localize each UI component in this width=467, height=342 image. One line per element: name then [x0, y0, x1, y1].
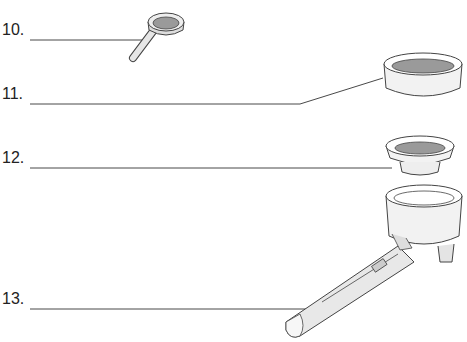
- callout-number: 10.: [2, 22, 24, 38]
- leader-line: [30, 309, 318, 310]
- single-filter: [386, 136, 454, 175]
- leader-line: [30, 78, 383, 104]
- callout-number: 11.: [2, 86, 23, 102]
- portafilter: [286, 185, 462, 337]
- callout-number: 13.: [2, 291, 24, 307]
- measuring-scoop: [133, 13, 184, 58]
- leader-line: [30, 40, 143, 41]
- callout-number: 12.: [2, 150, 24, 166]
- leader-lines: [30, 40, 392, 309]
- double-filter: [384, 53, 462, 96]
- leader-line: [30, 168, 392, 169]
